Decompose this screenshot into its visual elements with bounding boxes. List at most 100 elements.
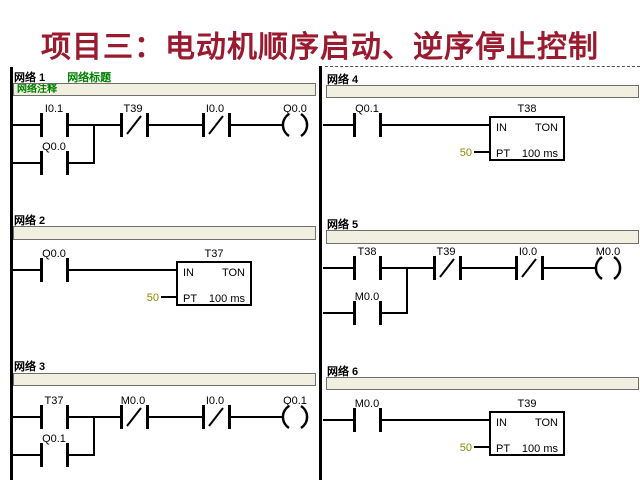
timer-pt-label: PT bbox=[496, 443, 510, 455]
operand-label: M0.0 bbox=[121, 395, 145, 407]
operand-label: T39 bbox=[437, 246, 456, 258]
contact-bar bbox=[40, 113, 43, 137]
timer-type-label: TON bbox=[222, 267, 245, 279]
timer-pt-label: PT bbox=[183, 293, 197, 305]
timer-in-label: IN bbox=[496, 122, 507, 134]
contact-bar bbox=[379, 301, 382, 325]
nc-contact[interactable]: I0.0 bbox=[202, 395, 231, 429]
timer-box[interactable]: T39 IN TON PT 100 ms 50 bbox=[460, 398, 565, 456]
operand-label: Q0.0 bbox=[283, 103, 307, 115]
contact-bar bbox=[146, 405, 149, 429]
output-coil[interactable]: Q0.1 bbox=[281, 395, 309, 430]
no-contact[interactable]: Q0.0 bbox=[40, 141, 69, 175]
timer-pt-label: PT bbox=[496, 148, 510, 160]
contact-bar bbox=[40, 405, 43, 429]
right-column-top-separator bbox=[325, 66, 640, 67]
timer-type-label: TON bbox=[535, 122, 558, 134]
nc-contact[interactable]: M0.0 bbox=[120, 395, 149, 429]
contact-bar bbox=[202, 405, 205, 429]
network-2-ladder: Q0.0 T37 IN TON PT 100 ms 50 bbox=[10, 248, 252, 306]
nc-contact[interactable]: I0.0 bbox=[202, 103, 231, 137]
contact-bar bbox=[228, 405, 231, 429]
timer-preset-value: 50 bbox=[460, 442, 472, 454]
timer-box[interactable]: T38 IN TON PT 100 ms 50 bbox=[460, 103, 565, 161]
timer-preset-value: 50 bbox=[460, 147, 472, 159]
nc-slash bbox=[126, 115, 142, 135]
no-contact[interactable]: I0.1 bbox=[40, 103, 69, 137]
timer-base-label: 100 ms bbox=[522, 148, 559, 160]
nc-slash bbox=[521, 258, 537, 278]
network-3-header: 网络 3 bbox=[14, 358, 45, 374]
contact-bar bbox=[459, 256, 462, 280]
contact-bar bbox=[40, 151, 43, 175]
coil-arc-right bbox=[300, 112, 309, 138]
contact-bar bbox=[66, 113, 69, 137]
operand-label: I0.0 bbox=[206, 395, 224, 407]
timer-in-label: IN bbox=[183, 267, 194, 279]
no-contact[interactable]: M0.0 bbox=[353, 291, 382, 325]
contact-bar bbox=[379, 256, 382, 280]
nc-slash bbox=[439, 258, 455, 278]
network-1-comment-bar[interactable]: 网络注释 bbox=[13, 83, 316, 96]
contact-bar bbox=[40, 443, 43, 467]
output-coil[interactable]: M0.0 bbox=[594, 246, 622, 281]
contact-bar bbox=[353, 256, 356, 280]
operand-label: M0.0 bbox=[355, 291, 379, 303]
coil-arc-right bbox=[613, 255, 622, 281]
contact-bar bbox=[66, 443, 69, 467]
nc-contact[interactable]: T39 bbox=[120, 103, 149, 137]
contact-bar bbox=[146, 113, 149, 137]
network-3-name: 网络 3 bbox=[14, 361, 46, 373]
contact-bar bbox=[353, 301, 356, 325]
nc-slash bbox=[208, 407, 224, 427]
network-5-ladder: T38 T39 I0.0 M0.0 M0.0 bbox=[323, 246, 622, 325]
operand-label: Q0.1 bbox=[355, 103, 379, 115]
contact-bar bbox=[40, 258, 43, 282]
no-contact[interactable]: T38 bbox=[353, 246, 382, 280]
nc-slash bbox=[208, 115, 224, 135]
left-power-rail bbox=[10, 67, 13, 480]
coil-arc-right bbox=[300, 404, 309, 430]
nc-contact[interactable]: T39 bbox=[433, 246, 462, 280]
network-4-comment-bar[interactable] bbox=[326, 85, 639, 98]
network-2-header: 网络 2 bbox=[14, 212, 45, 228]
network-5-name: 网络 5 bbox=[327, 219, 359, 231]
timer-name: T39 bbox=[518, 398, 537, 410]
network-1-title-label[interactable]: 网络标题 bbox=[67, 72, 112, 84]
contact-bar bbox=[120, 113, 123, 137]
center-power-rail bbox=[319, 66, 322, 480]
coil-arc-left bbox=[281, 112, 290, 138]
timer-box-outline bbox=[176, 261, 252, 306]
network-3-comment-bar[interactable] bbox=[13, 373, 316, 386]
output-coil[interactable]: Q0.0 bbox=[281, 103, 309, 138]
no-contact[interactable]: Q0.1 bbox=[353, 103, 382, 137]
network-2-name: 网络 2 bbox=[14, 215, 46, 227]
timer-base-label: 100 ms bbox=[522, 443, 559, 455]
no-contact[interactable]: Q0.1 bbox=[40, 433, 69, 467]
network-5-comment-bar[interactable] bbox=[326, 230, 639, 244]
timer-name: T38 bbox=[518, 103, 537, 115]
network-4-name: 网络 4 bbox=[327, 74, 359, 86]
network-1-ladder: I0.1 T39 I0.0 Q0.0 Q0.0 bbox=[10, 103, 309, 175]
operand-label: T37 bbox=[45, 395, 64, 407]
contact-bar bbox=[353, 113, 356, 137]
operand-label: I0.0 bbox=[206, 103, 224, 115]
no-contact[interactable]: T37 bbox=[40, 395, 69, 429]
timer-name: T37 bbox=[205, 248, 224, 260]
operand-label: M0.0 bbox=[596, 246, 620, 258]
network-2-comment-bar[interactable] bbox=[13, 226, 316, 240]
network-4-header: 网络 4 bbox=[327, 71, 358, 87]
contact-bar bbox=[433, 256, 436, 280]
operand-label: Q0.1 bbox=[42, 433, 66, 445]
timer-box[interactable]: T37 IN TON PT 100 ms 50 bbox=[147, 248, 252, 306]
network-6-comment-bar[interactable] bbox=[326, 377, 639, 390]
page-title: 项目三：电动机顺序启动、逆序停止控制 bbox=[41, 30, 599, 65]
contact-bar bbox=[66, 258, 69, 282]
nc-contact[interactable]: I0.0 bbox=[515, 246, 544, 280]
operand-label: T38 bbox=[358, 246, 377, 258]
no-contact[interactable]: M0.0 bbox=[353, 398, 382, 432]
operand-label: T39 bbox=[124, 103, 143, 115]
no-contact[interactable]: Q0.0 bbox=[40, 248, 69, 282]
contact-bar bbox=[379, 113, 382, 137]
network-3-ladder: T37 M0.0 I0.0 Q0.1 Q0.1 bbox=[10, 395, 309, 467]
